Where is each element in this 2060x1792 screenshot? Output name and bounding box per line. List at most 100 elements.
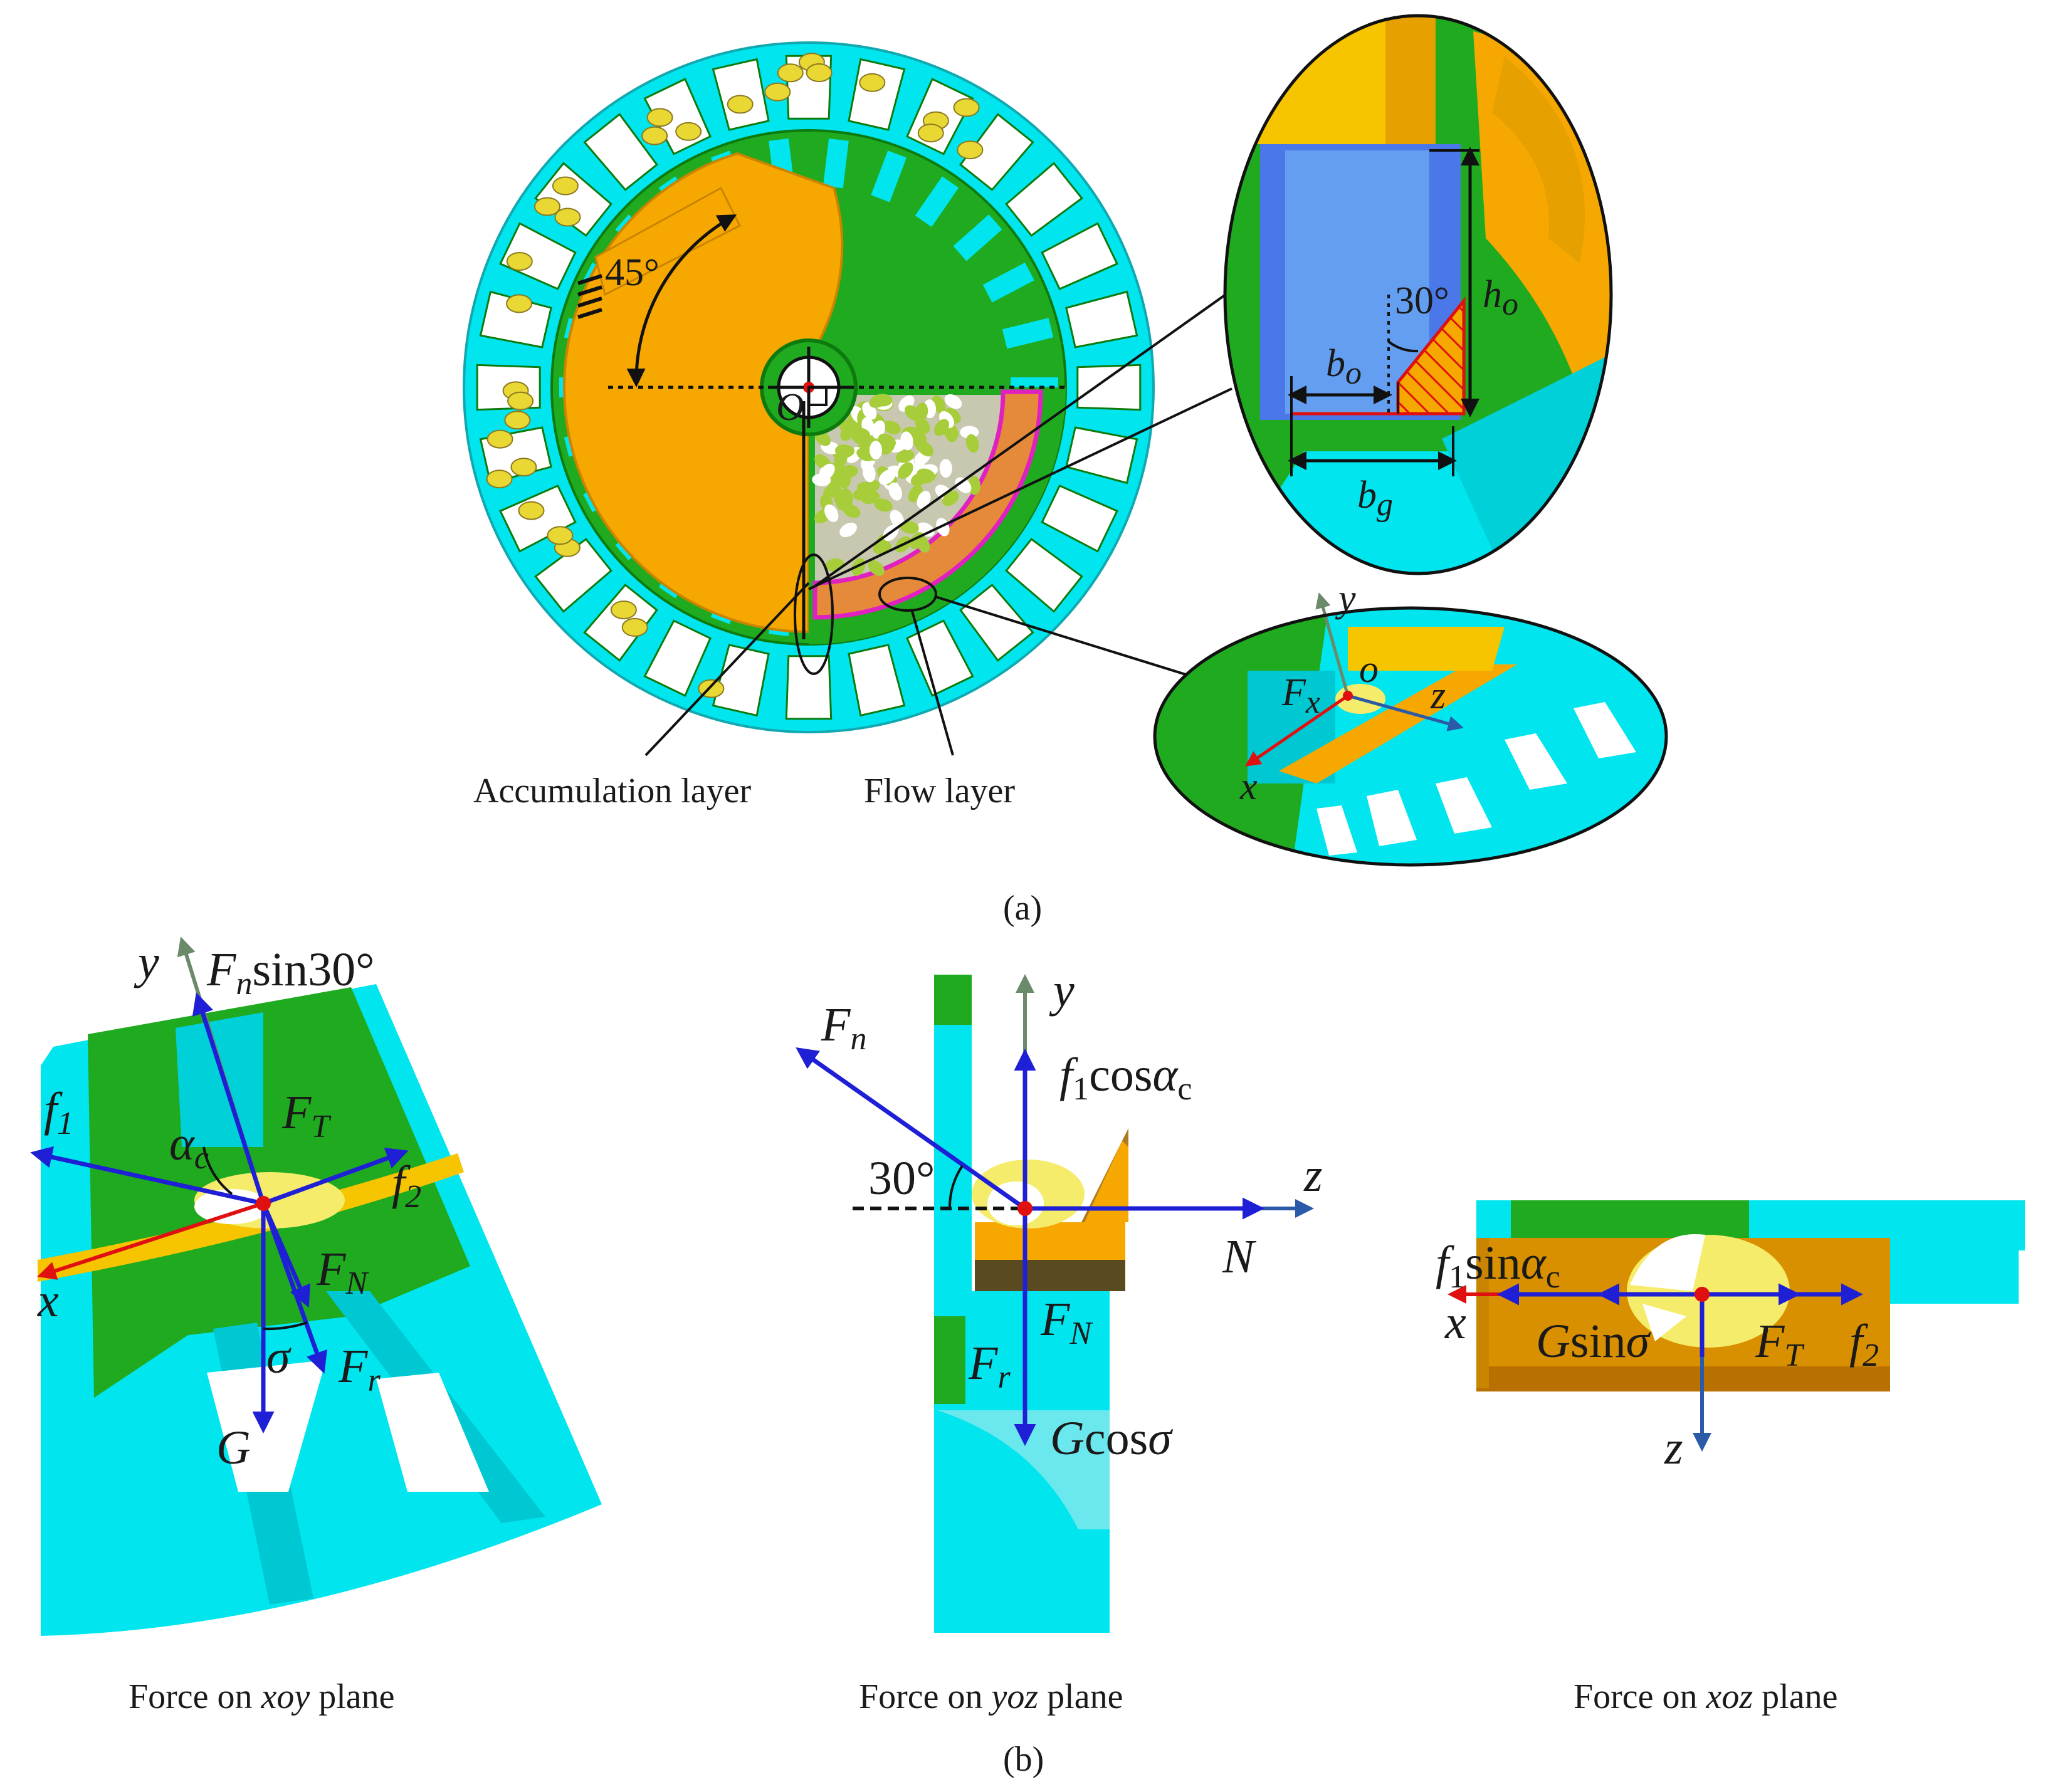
- seed: [486, 469, 513, 489]
- wheel-spoke-slots: [476, 55, 1142, 720]
- seed: [888, 482, 902, 501]
- svg-text:f1sinαc: f1sinαc: [1436, 1237, 1560, 1295]
- seed: [939, 459, 952, 478]
- svg-text:N: N: [1222, 1230, 1257, 1283]
- xoy-force-Fn-sin30: [192, 992, 266, 1205]
- flow-marker-ellipse: [878, 577, 937, 612]
- seed: [917, 123, 944, 143]
- xoy-sigma-arc: [263, 1321, 308, 1331]
- spoke-slot: [583, 584, 658, 662]
- accumulation-marker-ellipse: [794, 553, 834, 675]
- seed: [839, 522, 857, 537]
- seed: [879, 469, 896, 485]
- tab-marks: [577, 274, 602, 319]
- spoke-slot: [1041, 485, 1118, 553]
- spoke-slot: [1005, 162, 1083, 237]
- seed: [936, 518, 950, 537]
- seed: [874, 498, 893, 512]
- svg-text:f1: f1: [44, 1083, 73, 1141]
- seed: [518, 501, 545, 520]
- seed: [554, 207, 581, 227]
- spoke-slot: [1041, 222, 1118, 290]
- seed: [942, 491, 959, 506]
- disc-window: [915, 176, 959, 228]
- svg-text:αc: αc: [169, 1118, 209, 1176]
- spoke-slot: [959, 113, 1034, 191]
- h-o-label: ho: [1483, 273, 1518, 322]
- angle-30-label-inset: 30°: [1395, 280, 1449, 322]
- right-angle-mark: [807, 386, 828, 406]
- yoz-plane-diagram: [934, 975, 1128, 1633]
- chamber-seeds: [812, 394, 981, 576]
- angle-30-arc-inset: [1387, 340, 1419, 353]
- leader-top-inset-lower: [808, 387, 1232, 590]
- spoke-slot: [712, 644, 770, 717]
- b-o-label: bo: [1326, 342, 1362, 391]
- xoy-force-f2: [262, 1148, 409, 1206]
- b-g-label: bg: [1357, 474, 1393, 523]
- svg-text:f2: f2: [392, 1156, 421, 1215]
- svg-text:FN: FN: [316, 1243, 369, 1301]
- seed: [883, 420, 901, 434]
- seed: [957, 140, 984, 160]
- seed: [834, 449, 848, 468]
- svg-text:o: o: [1359, 648, 1379, 691]
- xoz-plane-diagram: [1476, 1200, 2025, 1391]
- spoke-slot: [712, 58, 770, 131]
- yoz-force-Fn: [796, 1047, 1027, 1210]
- angle-45-label: 45°: [605, 251, 660, 294]
- svg-text:z: z: [1664, 1422, 1683, 1474]
- disc-window: [953, 214, 1002, 261]
- seed: [955, 477, 972, 493]
- seed: [933, 419, 950, 436]
- xoy-caption: Force on xoy plane: [129, 1677, 395, 1716]
- disc-window: [1002, 318, 1054, 349]
- seed: [900, 431, 913, 451]
- seed: [868, 560, 885, 576]
- seed: [904, 405, 922, 421]
- svg-text:30°: 30°: [868, 1152, 935, 1205]
- svg-text:z: z: [1430, 674, 1446, 717]
- accumulation-layer-label: Accumulation layer: [473, 772, 752, 810]
- yoz-angle-30-arc: [948, 1165, 964, 1209]
- seed-coordinate-inset: [1155, 608, 1666, 865]
- panel-b-label: (b): [1003, 1740, 1044, 1779]
- seed: [621, 617, 648, 637]
- yoz-caption: Force on yoz plane: [859, 1677, 1123, 1716]
- seed: [857, 481, 876, 495]
- disc-window: [822, 138, 849, 189]
- seed: [967, 476, 981, 495]
- seed: [504, 411, 531, 430]
- flow-layer-label: Flow layer: [864, 772, 1015, 810]
- axis-z-small: [1347, 694, 1464, 731]
- svg-text:Fr: Fr: [968, 1337, 1011, 1395]
- svg-text:Gsinσ: Gsinσ: [1536, 1315, 1651, 1368]
- seed: [895, 449, 915, 463]
- seed: [898, 462, 913, 479]
- seed: [547, 526, 574, 545]
- svg-text:G: G: [216, 1422, 251, 1474]
- seed: [917, 491, 931, 509]
- leader-lines: [644, 293, 1227, 757]
- xoy-force-f1: [30, 1146, 264, 1206]
- xoy-alpha-arc: [202, 1146, 233, 1195]
- spoke-slot: [534, 538, 612, 613]
- seed: [812, 473, 831, 486]
- seed: [764, 82, 791, 102]
- svg-text:z: z: [1303, 1149, 1323, 1202]
- seed: [641, 126, 668, 145]
- seed: [863, 463, 876, 483]
- svg-text:Gcosσ: Gcosσ: [1050, 1412, 1173, 1465]
- seed: [675, 122, 702, 141]
- xoy-forces: y Fnsin30° f1 αc FT f2 FN σ Fr G x: [30, 936, 421, 1474]
- seed: [851, 558, 866, 576]
- svg-text:Fn: Fn: [821, 998, 866, 1057]
- seed: [727, 95, 754, 114]
- seed: [833, 493, 853, 507]
- seed: [869, 441, 883, 460]
- seed: [806, 63, 833, 82]
- channel-detail-annotations: 30° ho bo bg: [1223, 14, 1613, 575]
- spoke-slot: [1076, 364, 1142, 411]
- seed: [880, 438, 896, 455]
- spoke-slot: [583, 113, 658, 191]
